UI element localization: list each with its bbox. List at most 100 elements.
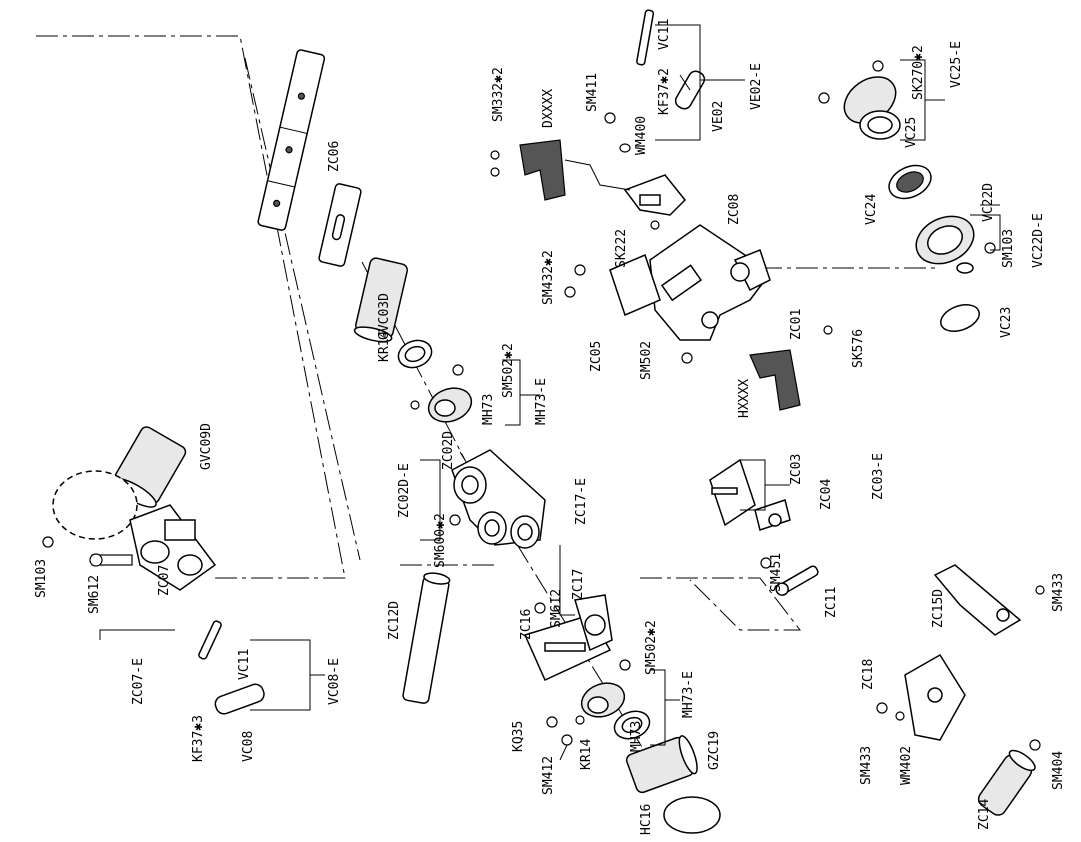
label-zc07: ZC07 bbox=[157, 565, 172, 596]
block-zc08 bbox=[623, 174, 687, 216]
label-zc02d: ZC02D bbox=[441, 431, 456, 470]
label-gvc09d: GVC09D bbox=[199, 423, 214, 470]
label-kf37-2: KF37✱2 bbox=[657, 68, 672, 115]
label-vc08-e: VC08-E bbox=[327, 658, 342, 705]
bracket-zc02d bbox=[449, 449, 546, 549]
label-sm502-2-bot: SM502✱2 bbox=[644, 620, 659, 675]
label-wm402: WM402 bbox=[899, 746, 914, 785]
label-mh73-e-bot: MH73-E bbox=[681, 671, 696, 718]
label-sm103-left: SM103 bbox=[34, 559, 49, 598]
ring-vc23 bbox=[940, 304, 980, 332]
label-zc03: ZC03 bbox=[789, 454, 804, 485]
label-vc22d-e: VC22D-E bbox=[1031, 213, 1046, 268]
label-dxxxx: DXXXX bbox=[541, 89, 556, 128]
pin-vc08 bbox=[214, 683, 265, 715]
bushing-gzc19 bbox=[625, 735, 698, 794]
collar-mh73-bottom bbox=[575, 659, 631, 725]
label-mh73-e-top: MH73-E bbox=[534, 378, 549, 425]
collar-mh73-top bbox=[410, 364, 473, 423]
label-vc08: VC08 bbox=[241, 731, 256, 762]
label-mh73-bot: MH73 bbox=[629, 721, 644, 752]
label-sm432-2: SM432✱2 bbox=[541, 250, 556, 305]
label-ve02: VE02 bbox=[711, 101, 726, 132]
lever-zc07 bbox=[42, 470, 217, 591]
pin-vc11-top bbox=[636, 9, 655, 66]
bushing-gvc03d bbox=[353, 257, 409, 343]
label-zc17-e: ZC17-E bbox=[574, 478, 589, 525]
label-zc07-e: ZC07-E bbox=[131, 658, 146, 705]
shaft-zc12d bbox=[402, 572, 451, 704]
label-zc18: ZC18 bbox=[861, 659, 876, 690]
label-sk222: SK222 bbox=[614, 229, 629, 268]
label-kq35: KQ35 bbox=[511, 721, 526, 752]
ring-kr14-bottom bbox=[613, 710, 651, 740]
label-sm411: SM411 bbox=[585, 73, 600, 112]
label-sm612-left: SM612 bbox=[87, 575, 102, 614]
label-gvc03d: GVC03D bbox=[377, 293, 392, 340]
label-sm612-mid: SM612 bbox=[549, 589, 564, 628]
label-vc25-e: VC25-E bbox=[949, 41, 964, 88]
label-vc11-left: VC11 bbox=[237, 649, 252, 680]
clip-hxxxx bbox=[749, 325, 833, 411]
bracket-zc15d bbox=[933, 564, 1045, 636]
label-sm433-top: SM433 bbox=[1051, 573, 1066, 612]
bearing-vc24 bbox=[888, 164, 932, 200]
label-vc23: VC23 bbox=[999, 307, 1014, 338]
label-zc11: ZC11 bbox=[824, 587, 839, 618]
label-sm332-2: SM332✱2 bbox=[491, 67, 506, 122]
label-gzc19: GZC19 bbox=[707, 731, 722, 770]
label-zc08: ZC08 bbox=[727, 194, 742, 225]
screw-kq35-sm412 bbox=[546, 716, 573, 761]
label-zc03-e: ZC03-E bbox=[871, 453, 886, 500]
pin-zc04 bbox=[754, 499, 791, 531]
label-sm404: SM404 bbox=[1051, 751, 1066, 790]
plate-zc03 bbox=[709, 458, 756, 527]
label-vc11-top: VC11 bbox=[657, 19, 672, 50]
label-kf37-3: KF37✱3 bbox=[191, 715, 206, 762]
label-zc01: ZC01 bbox=[789, 309, 804, 340]
ring-kr14-top bbox=[397, 339, 433, 369]
label-sk576: SK576 bbox=[851, 329, 866, 368]
label-sm451: SM451 bbox=[769, 553, 784, 592]
pin-vc11-left bbox=[198, 620, 222, 660]
label-wm400: WM400 bbox=[634, 116, 649, 155]
label-vc24: VC24 bbox=[864, 194, 879, 225]
shaft-zc14 bbox=[977, 739, 1041, 816]
label-kr14-top: KR14 bbox=[377, 331, 392, 362]
label-zc06: ZC06 bbox=[327, 141, 342, 172]
label-hxxxx: HXXXX bbox=[737, 379, 752, 418]
collar-vc25 bbox=[818, 60, 901, 140]
clip-dxxxx bbox=[490, 139, 631, 201]
label-sm103-right: SM103 bbox=[1001, 229, 1016, 268]
plate-zc17 bbox=[523, 594, 613, 681]
frame-zc01 bbox=[649, 224, 771, 341]
label-sm600-2: SM600✱2 bbox=[433, 513, 448, 568]
label-zc15d: ZC15D bbox=[931, 589, 946, 628]
cap-hc16 bbox=[663, 796, 721, 834]
link-zc11 bbox=[760, 557, 819, 596]
label-vc22d: VC22D bbox=[981, 183, 996, 222]
label-zc02d-e: ZC02D-E bbox=[397, 463, 412, 518]
label-sm502: SM502 bbox=[639, 341, 654, 380]
bushing-vc22d bbox=[915, 215, 996, 274]
shaft-zc06 bbox=[257, 49, 362, 267]
label-zc12d: ZC12D bbox=[387, 601, 402, 640]
part-labels: VC11 VE02-E KF37✱2 VE02 SM332✱2 DXXXX SM… bbox=[34, 19, 1066, 835]
label-sm412: SM412 bbox=[541, 756, 556, 795]
bracket-zc18 bbox=[876, 653, 966, 741]
label-mh73-top: MH73 bbox=[481, 394, 496, 425]
label-zc17: ZC17 bbox=[571, 569, 586, 600]
label-sm433-bot: SM433 bbox=[859, 746, 874, 785]
label-zc04: ZC04 bbox=[819, 479, 834, 510]
label-leaders bbox=[99, 24, 1001, 746]
block-zc05 bbox=[564, 220, 693, 364]
label-vc25: VC25 bbox=[904, 117, 919, 148]
label-sk270-2: SK270✱2 bbox=[911, 45, 926, 100]
label-zc05: ZC05 bbox=[589, 341, 604, 372]
label-kr14-bot: KR14 bbox=[579, 739, 594, 770]
label-zc14: ZC14 bbox=[977, 799, 992, 830]
label-sm502-2-top: SM502✱2 bbox=[501, 343, 516, 398]
label-ve02-e: VE02-E bbox=[749, 63, 764, 110]
label-zc16: ZC16 bbox=[519, 609, 534, 640]
